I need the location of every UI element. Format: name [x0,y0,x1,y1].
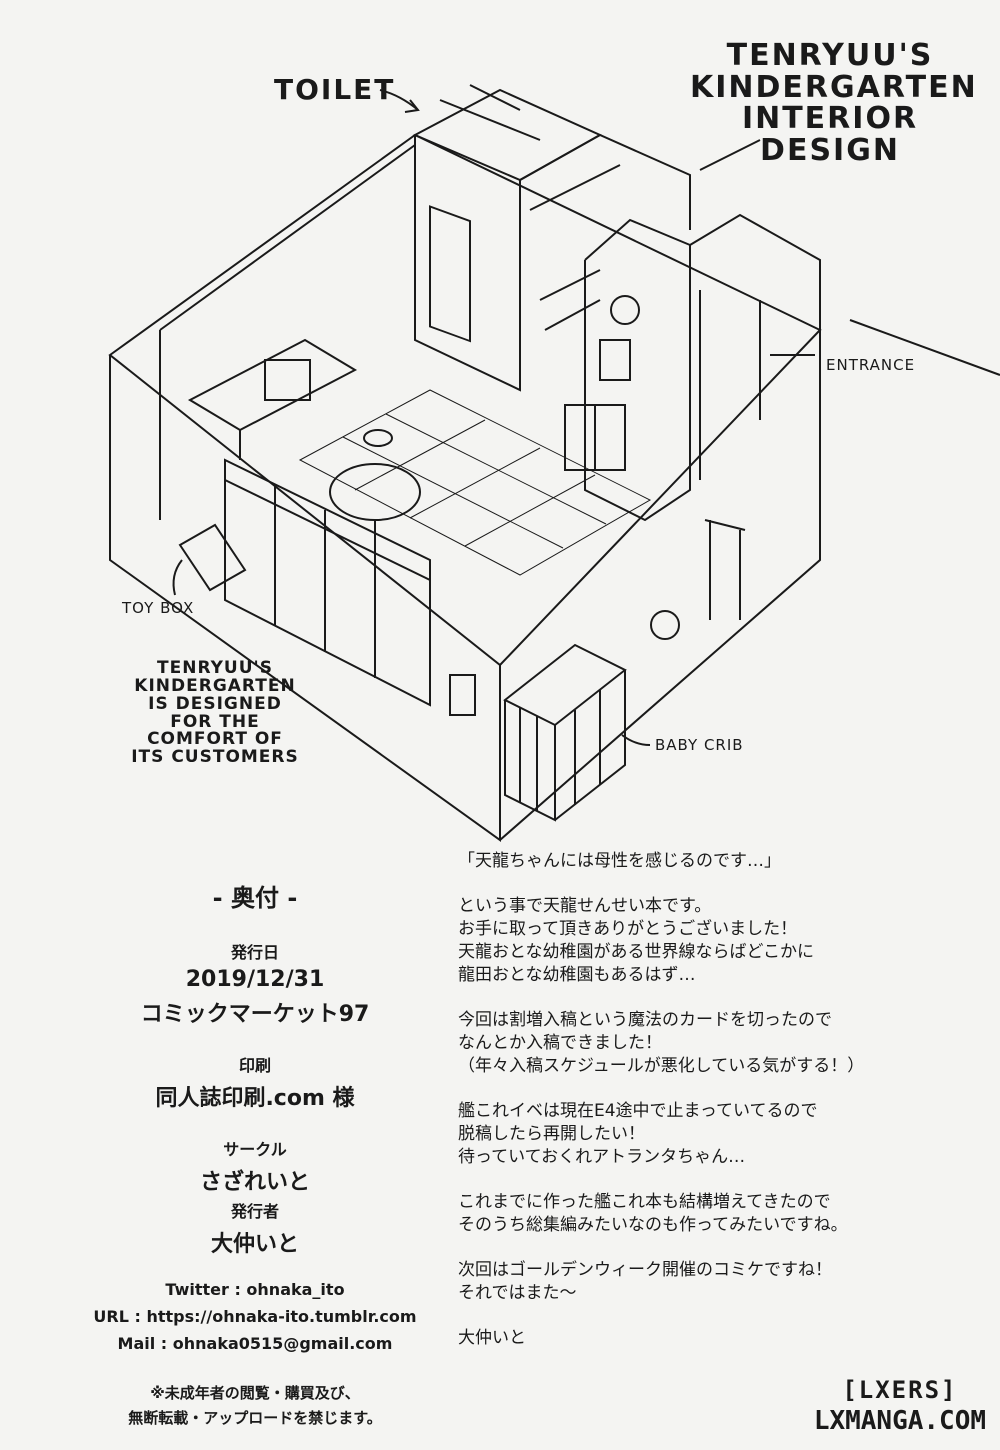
afterword-line: それではまた〜 [458,1283,577,1303]
caption-line: COMFORT OF [147,729,283,750]
afterword-line: これまでに作った艦これ本も結構増えてきたので [458,1192,831,1212]
floor-tiles [298,389,652,576]
website-url: URL : https://ohnaka-ito.tumblr.com [93,1307,417,1326]
stool [363,429,393,447]
heater [449,674,476,716]
title-line: KINDERGARTEN [690,69,978,105]
title-line: DESIGN [760,132,900,168]
room-isometric-illustration [108,84,1000,842]
round-table [329,463,421,521]
baby-crib-label: BABY CRIB [655,736,744,754]
pillar-with-clock [584,218,691,522]
afterword-line: お手に取って頂きありがとうございました！ [458,919,798,939]
baby-crib-drawing [503,643,627,822]
title-line: TENRYUU'S [726,38,934,73]
email-address: Mail : ohnaka0515@gmail.com [117,1334,393,1353]
print-label: 印刷 [238,1056,271,1075]
colophon-heading: - 奥付 - [212,884,298,912]
toy-box-arrow [172,559,183,596]
plant [650,610,680,640]
right-wall [499,330,821,841]
afterword-line: という事で天龍せんせい本です。 [458,896,712,916]
toy-box-label: TOY BOX [122,599,195,617]
coat-rack [704,519,746,620]
twitter-handle: Twitter : ohnaka_ito [165,1280,345,1299]
caption-line: KINDERGARTEN [134,675,296,696]
afterword-line: 大仲いと [458,1328,526,1348]
afterword-line: （年々入稿スケジュールが悪化している気がする！） [458,1056,865,1076]
title-line: INTERIOR [741,101,919,136]
afterword-paragraph: 艦これイベは現在E4途中で止まっていてるので 脱稿したら再開したい！ 待っていて… [458,1100,978,1169]
site-watermark: [LXERS] LXMANGA.COM [814,1376,986,1436]
publisher-name: 大仲いと [210,1232,299,1257]
afterword: 「天龍ちゃんには母性を感じるのです…」 という事で天龍せんせい本です。 お手に取… [458,850,978,1372]
colophon: - 奥付 - 発行日 2019/12/31 コミックマーケット97 印刷 同人誌… [20,878,490,1431]
sliding-windows [224,458,431,707]
afterword-line: なんとか入稿できました！ [458,1033,662,1053]
publisher-label: 発行者 [230,1202,279,1221]
contact-info: Twitter : ohnaka_ito URL : https://ohnak… [20,1276,490,1357]
afterword-paragraph: 今回は割増入稿という魔法のカードを切ったので なんとか入稿できました！ （年々入… [458,1009,978,1078]
left-wall [109,355,501,842]
afterword-paragraph: 次回はゴールデンウィーク開催のコミケですね！ それではまた〜 [458,1259,978,1305]
caption-line: FOR THE [170,711,260,732]
caption-line: IS DESIGNED [148,693,282,714]
entrance-label: ENTRANCE [826,356,916,374]
issue-date-label: 発行日 [230,943,279,962]
toy-box-drawing [178,523,247,592]
circle-label: サークル [223,1140,287,1159]
afterword-signature: 大仲いと [458,1327,978,1350]
event-name: コミックマーケット97 [140,1002,370,1027]
afterword-line: 待っていておくれアトランタちゃん… [458,1147,746,1167]
printer-name: 同人誌印刷.com 様 [155,1086,355,1111]
afterword-line: 脱稿したら再開したい！ [458,1124,645,1144]
afterword-paragraph: これまでに作った艦これ本も結構増えてきたので そのうち総集編みたいなのも作ってみ… [458,1191,978,1237]
circle-name: さざれいと [199,1170,310,1195]
afterword-line: 艦これイベは現在E4途中で止まっていてるので [458,1101,818,1121]
afterword-line: 「天龍ちゃんには母性を感じるのです…」 [458,851,781,871]
afterword-line: そのうち総集編みたいなのも作ってみたいですね。 [458,1215,848,1235]
afterword-line: 天龍おとな幼稚園がある世界線ならばどこかに [458,942,814,962]
entrance-area [689,213,821,480]
afterword-paragraph: という事で天龍せんせい本です。 お手に取って頂きありがとうございました！ 天龍お… [458,895,978,987]
afterword-line: 龍田おとな幼稚園もあるはず… [458,965,696,985]
baby-crib-arrow [621,734,651,746]
watermark-line: LXMANGA.COM [813,1406,986,1436]
kitchen-area [519,133,691,331]
afterword-line: 次回はゴールデンウィーク開催のコミケですね！ [458,1260,832,1280]
toilet-block [412,84,603,392]
toilet-label: TOILET [274,73,396,106]
afterword-line: 今回は割増入稿という魔法のカードを切ったので [458,1010,832,1030]
caption-line: ITS CUSTOMERS [131,747,299,768]
desk-with-monitor [187,338,358,460]
notice-line: ※未成年者の閲覧・購買及び、 [150,1384,360,1402]
watermark-line: [LXERS] [842,1376,958,1404]
notice-line: 無断転載・アップロードを禁じます。 [128,1409,382,1427]
caption-line: TENRYUU'S [157,658,273,678]
illustration-caption: TENRYUU'S KINDERGARTEN IS DESIGNED FOR T… [110,658,320,768]
afterword-paragraph: 「天龍ちゃんには母性を感じるのです…」 [458,850,978,873]
issue-date: 2019/12/31 [185,967,325,992]
illustration-title: TENRYUU'S KINDERGARTEN INTERIOR DESIGN [690,38,978,168]
legal-notice: ※未成年者の閲覧・購買及び、 無断転載・アップロードを禁じます。 [20,1381,490,1431]
